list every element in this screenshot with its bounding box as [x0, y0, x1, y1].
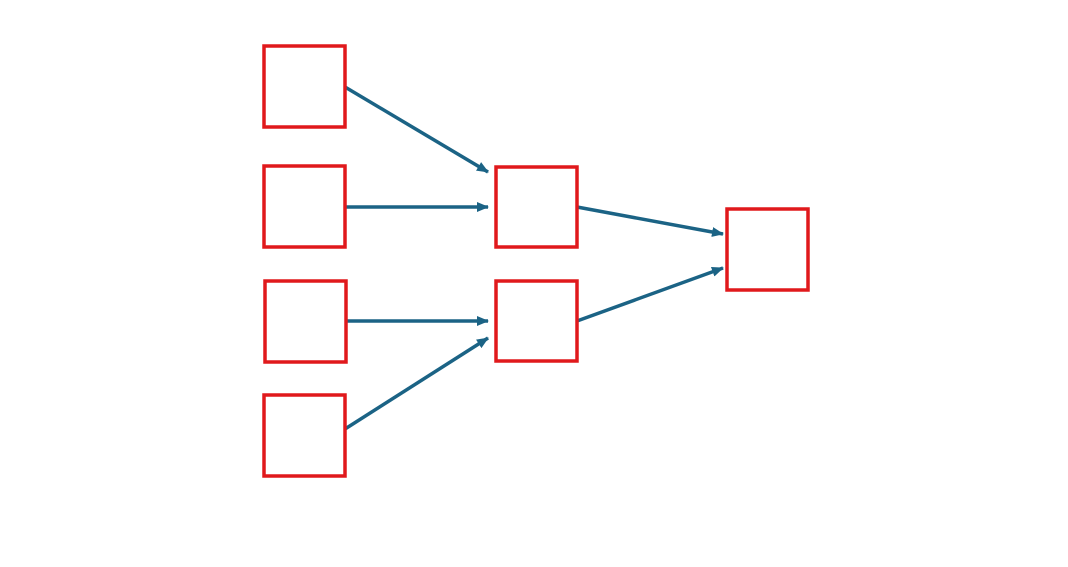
edges-layer: [344, 85, 724, 431]
arrow-merge-1-to-output: [576, 205, 724, 237]
node-merge-2: [494, 279, 579, 363]
node-input-2: [262, 164, 347, 249]
node-input-4: [262, 393, 347, 478]
node-output: [725, 207, 810, 292]
node-merge-1: [494, 165, 579, 249]
node-input-1: [262, 44, 347, 129]
arrow-input-4-to-merge-2: [344, 336, 489, 431]
arrow-input-1-to-merge-1: [344, 85, 489, 174]
node-input-3: [263, 279, 348, 364]
nodes-layer: [262, 44, 810, 478]
arrow-merge-2-to-output: [576, 266, 724, 323]
